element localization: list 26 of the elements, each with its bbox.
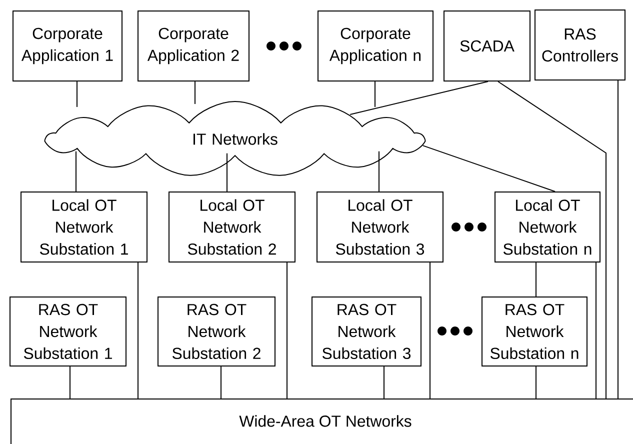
- network-label: Wide-Area OT Networks: [239, 415, 412, 427]
- application-box: Corporate Application 2: [138, 10, 250, 82]
- application-box: Corporate Application n: [318, 10, 434, 82]
- network-box: Local OT Network Substation 3: [316, 191, 444, 262]
- connector-line: [422, 145, 556, 192]
- connector-line: [76, 80, 78, 108]
- network-cloud: IT Networks: [44, 100, 426, 176]
- connector-line: [194, 80, 196, 104]
- network-box: RAS OT Network Substation n: [482, 296, 588, 366]
- network-box: RAS OT Network Substation 1: [10, 296, 126, 366]
- system-box: SCADA: [444, 10, 530, 82]
- network-box: Local OT Network Substation 2: [168, 191, 296, 262]
- connector-line: [378, 150, 380, 192]
- network-bar: [10, 398, 633, 444]
- connector-line: [498, 80, 606, 399]
- network-box: RAS OT Network Substation 2: [158, 296, 276, 366]
- network-box: Local OT Network Substation n: [494, 191, 600, 262]
- connector-line: [220, 366, 222, 399]
- network-box: RAS OT Network Substation 3: [312, 296, 422, 366]
- connector-line: [374, 80, 376, 108]
- network-box: Local OT Network Substation 1: [20, 191, 148, 262]
- connector-line: [286, 262, 288, 399]
- application-box: Corporate Application 1: [12, 10, 122, 82]
- system-box: RAS Controllers: [534, 10, 626, 80]
- connector-line: [226, 152, 228, 192]
- connector-line: [350, 80, 488, 116]
